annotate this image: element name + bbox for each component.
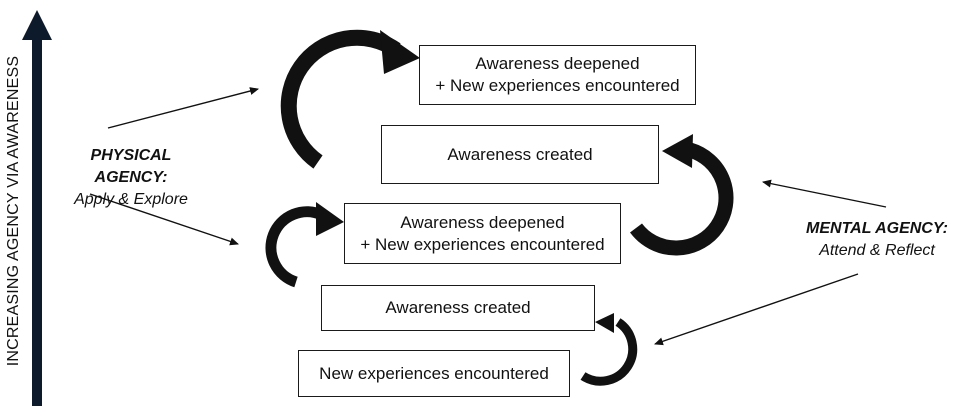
box-label: Awareness created (447, 144, 593, 164)
box-line-2: + New experiences encountered (435, 76, 680, 95)
box-new-experiences: New experiences encountered (298, 350, 570, 397)
box-line-1: Awareness deepened (475, 54, 640, 73)
cycle-arrow-large-top (280, 29, 420, 169)
box-label: Awareness created (385, 298, 531, 317)
box-awareness-deepened-top: Awareness deepened + New experiences enc… (419, 45, 696, 105)
cycle-arrow-medium-left (265, 202, 344, 288)
mental-agency-subtitle: Attend & Reflect (819, 242, 935, 259)
physical-arrow-lower (89, 193, 239, 246)
box-label: New experiences encountered (319, 363, 549, 383)
cycle-arrow-large-right (630, 134, 734, 256)
mental-agency-label: MENTAL AGENCY: Attend & Reflect (802, 218, 952, 262)
axis-arrow (22, 10, 52, 406)
box-awareness-created-upper: Awareness created (381, 125, 659, 184)
box-awareness-deepened-middle: Awareness deepened + New experiences enc… (344, 203, 621, 264)
mental-agency-title: MENTAL AGENCY: (806, 220, 948, 237)
box-line-1: Awareness deepened (400, 212, 565, 232)
physical-arrow-upper (107, 87, 259, 129)
cycle-arrow-small-right (580, 313, 638, 386)
axis-label-text: INCREASING AGENCY VIA AWARENESS (5, 55, 22, 367)
physical-agency-subtitle: Apply & Explore (74, 191, 188, 208)
mental-arrow-upper (762, 179, 887, 208)
physical-agency-title: PHYSICAL AGENCY: (90, 147, 172, 186)
box-line-2: + New experiences encountered (360, 234, 605, 254)
box-awareness-created-lower: Awareness created (321, 285, 595, 331)
mental-arrow-lower (654, 273, 859, 346)
physical-agency-label: PHYSICAL AGENCY: Apply & Explore (56, 145, 206, 211)
